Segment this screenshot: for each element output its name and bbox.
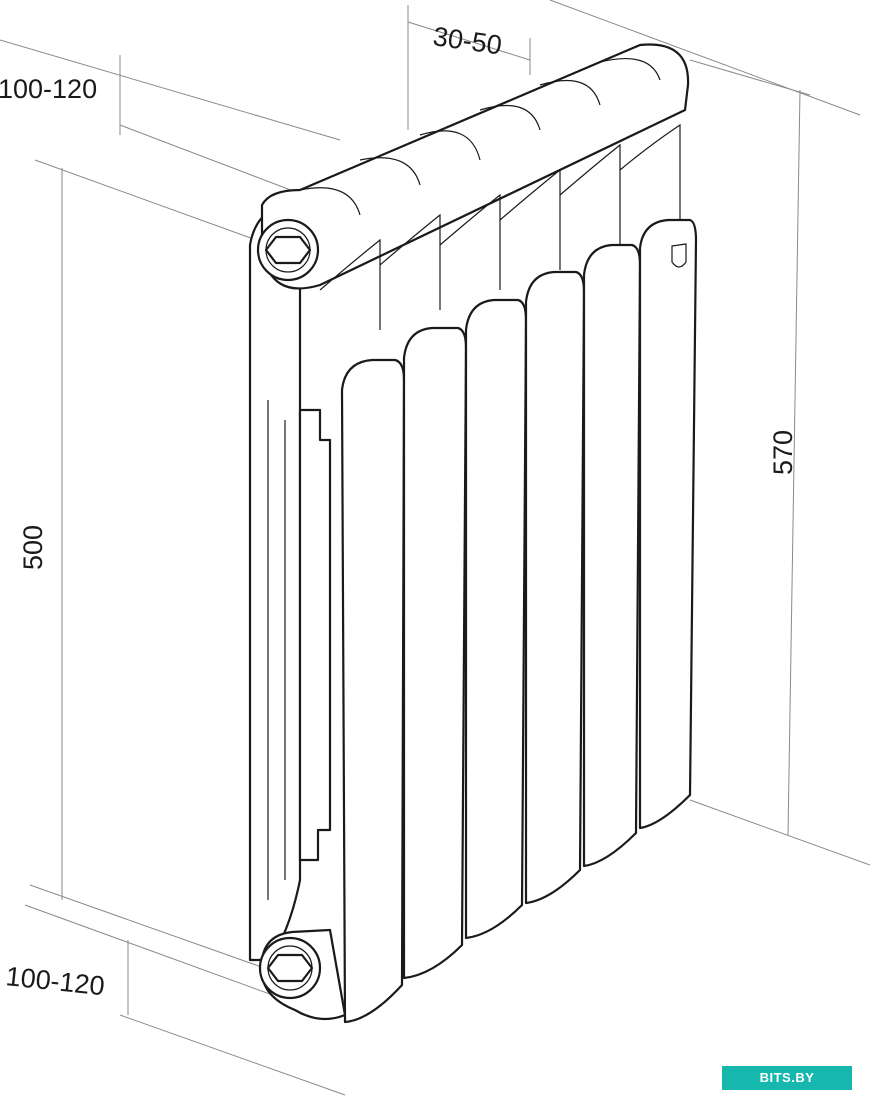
fin-4 xyxy=(524,270,586,905)
top-gap-label: 30-50 xyxy=(431,21,504,60)
center-height-label: 500 xyxy=(18,525,48,570)
fin-5 xyxy=(582,243,642,868)
side-profile xyxy=(298,408,332,862)
watermark-label: BITS.BY xyxy=(759,1070,815,1085)
watermark-bar xyxy=(722,1066,852,1090)
top-plug xyxy=(256,218,320,282)
radiator-side-back xyxy=(248,203,302,962)
radiator xyxy=(248,43,698,1024)
fin-6 xyxy=(638,218,698,830)
fin-3 xyxy=(464,298,528,940)
total-height-label: 570 xyxy=(768,430,798,475)
top-depth-label: 100-120 xyxy=(0,74,97,104)
bottom-plug xyxy=(258,936,322,1000)
brand-shield-icon xyxy=(671,243,687,268)
fin-1 xyxy=(340,358,406,1024)
bottom-depth-label: 100-120 xyxy=(4,961,106,1001)
top-manifold xyxy=(260,43,690,290)
fin-2 xyxy=(402,326,468,980)
